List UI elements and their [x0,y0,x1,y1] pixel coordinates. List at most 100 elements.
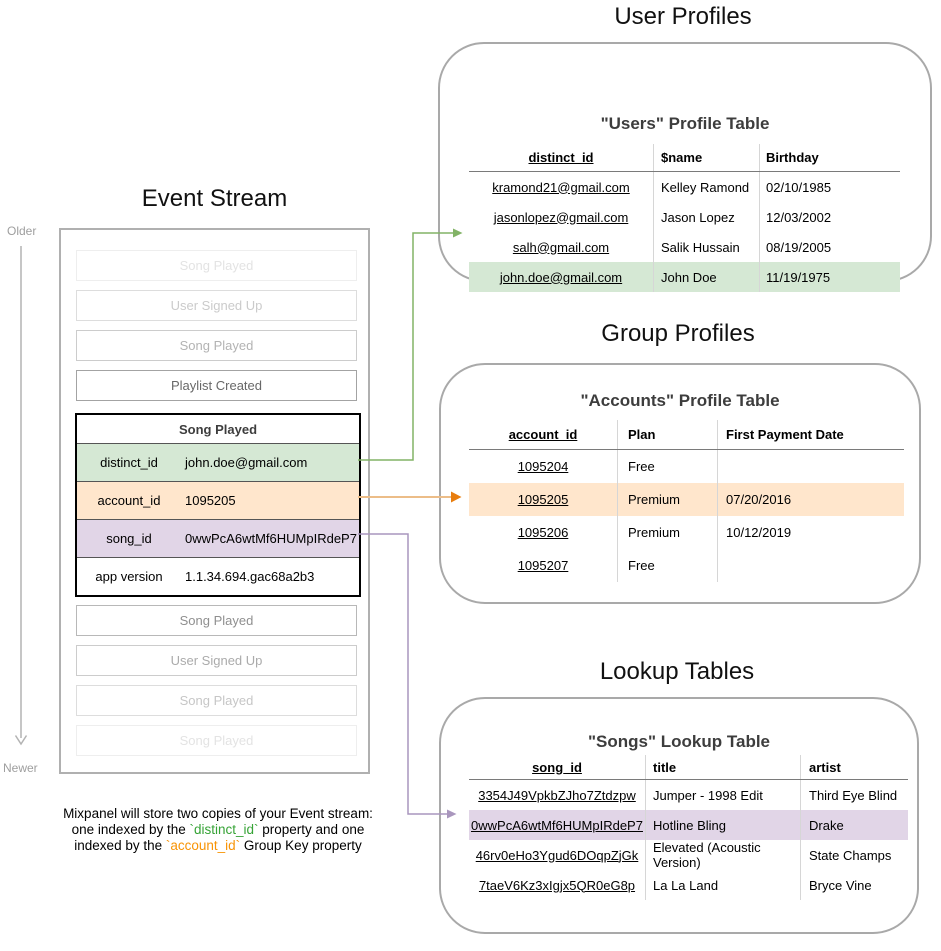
table-row: 7taeV6Kz3xIgjx5QR0eG8p La La Land Bryce … [469,870,908,900]
column-header-distinct-id: distinct_id [528,150,594,165]
songs-table: song_id title artist 3354J49VpkbZJho7Ztd… [469,755,908,900]
event-box-faded: Song Played [76,685,357,716]
event-property-row-account-id: account_id 1095205 [77,482,359,520]
column-header-plan: Plan [617,420,717,449]
users-profile-card: "Users" Profile Table distinct_id $name … [438,42,932,292]
column-header-artist: artist [800,755,908,779]
property-key: distinct_id [100,455,158,470]
purple-connector-line [358,533,447,815]
table-row-highlighted-purple: 0wwPcA6wtMf6HUMpIRdeP7 Hotline Bling Dra… [469,810,908,840]
song-id-cell: 3354J49VpkbZJho7Ztdzpw [478,787,636,803]
property-value: 1.1.34.694.gac68a2b3 [185,569,315,584]
first-payment-date-cell [717,549,904,582]
artist-cell: State Champs [800,840,908,870]
users-table-title: "Users" Profile Table [600,114,770,133]
distinct-id-code: `distinct_id` [189,822,259,837]
newer-label: Newer [3,761,38,775]
column-header-birthday: Birthday [759,144,900,171]
property-value: 1095205 [185,493,236,508]
caption-line-3: indexed by the `account_id` Group Key pr… [74,838,362,853]
property-value: john.doe@gmail.com [185,455,308,470]
account-id-cell: 1095205 [517,492,569,507]
column-header-name: $name [653,144,759,171]
table-row: 3354J49VpkbZJho7Ztdzpw Jumper - 1998 Edi… [469,780,908,810]
birthday-cell: 11/19/1975 [759,262,900,292]
plan-cell: Free [617,549,717,582]
active-event-name: Song Played [77,415,359,444]
accounts-profile-card: "Accounts" Profile Table account_id Plan… [435,363,933,620]
column-header-title: title [645,755,800,779]
songs-table-title: "Songs" Lookup Table [587,732,771,751]
older-label: Older [7,224,37,238]
lookup-tables-title: Lookup Tables [599,658,755,685]
users-table: distinct_id $name Birthday kramond21@gma… [469,144,900,292]
table-row: 1095206 Premium 10/12/2019 [469,516,904,549]
event-box-faded: Song Played [76,605,357,636]
name-cell: John Doe [653,262,759,292]
name-cell: Kelley Ramond [653,172,759,202]
song-title-cell: Elevated (Acoustic Version) [645,840,800,870]
artist-cell: Third Eye Blind [800,780,908,810]
distinct-id-cell: kramond21@gmail.com [492,179,630,195]
timeline-axis-arrowhead [14,735,28,746]
property-value: 0wwPcA6wtMf6HUMpIRdeP7 [185,531,357,546]
songs-table-header: song_id title artist [469,755,908,780]
distinct-id-cell: john.doe@gmail.com [499,269,623,285]
table-row: 46rv0eHo3Ygud6DOqpZjGk Elevated (Acousti… [469,840,908,870]
distinct-id-cell: jasonlopez@gmail.com [493,209,629,225]
event-property-row-app-version: app version 1.1.34.694.gac68a2b3 [77,558,359,595]
plan-cell: Free [617,450,717,483]
plan-cell: Premium [617,483,717,516]
song-id-cell: 7taeV6Kz3xIgjx5QR0eG8p [478,877,636,893]
column-header-first-payment-date: First Payment Date [717,420,904,449]
account-id-code: `account_id` [165,838,241,853]
song-id-cell: 0wwPcA6wtMf6HUMpIRdeP7 [471,817,643,833]
song-title-cell: La La Land [645,870,800,900]
distinct-id-cell: salh@gmail.com [512,239,610,255]
user-profiles-title: User Profiles [614,3,752,30]
caption-line-2: one indexed by the `distinct_id` propert… [71,822,365,837]
name-cell: Jason Lopez [653,202,759,232]
song-id-cell: 46rv0eHo3Ygud6DOqpZjGk [475,847,639,863]
group-profiles-title: Group Profiles [601,320,755,347]
accounts-table: account_id Plan First Payment Date 10952… [469,420,904,582]
name-cell: Salik Hussain [653,232,759,262]
active-event-card: Song Played distinct_id john.doe@gmail.c… [75,413,361,597]
column-header-song-id: song_id [532,759,582,775]
song-title-cell: Jumper - 1998 Edit [645,780,800,810]
event-property-row-distinct-id: distinct_id john.doe@gmail.com [77,444,359,482]
artist-cell: Drake [800,810,908,840]
first-payment-date-cell [717,450,904,483]
column-header-account-id: account_id [508,427,578,442]
table-row: salh@gmail.com Salik Hussain 08/19/2005 [469,232,900,262]
song-title-cell: Hotline Bling [645,810,800,840]
table-row: jasonlopez@gmail.com Jason Lopez 12/03/2… [469,202,900,232]
artist-cell: Bryce Vine [800,870,908,900]
event-stream-panel: Song Played User Signed Up Song Played P… [59,228,377,780]
account-id-cell: 1095206 [517,525,569,540]
table-row-highlighted-green: john.doe@gmail.com John Doe 11/19/1975 [469,262,900,292]
plan-cell: Premium [617,516,717,549]
event-box-faded: User Signed Up [76,645,357,676]
table-row: 1095207 Free [469,549,904,582]
event-property-row-song-id: song_id 0wwPcA6wtMf6HUMpIRdeP7 [77,520,359,558]
accounts-table-title: "Accounts" Profile Table [580,391,780,410]
accounts-table-header: account_id Plan First Payment Date [469,420,904,450]
property-key: song_id [106,531,152,546]
table-row: kramond21@gmail.com Kelley Ramond 02/10/… [469,172,900,202]
birthday-cell: 02/10/1985 [759,172,900,202]
birthday-cell: 08/19/2005 [759,232,900,262]
first-payment-date-cell: 10/12/2019 [717,516,904,549]
event-box-faded: User Signed Up [76,290,357,321]
event-stream-title: Event Stream [141,185,288,212]
table-row: 1095204 Free [469,450,904,483]
event-box-faded: Playlist Created [76,370,357,401]
account-id-cell: 1095207 [517,558,569,573]
table-row-highlighted-orange: 1095205 Premium 07/20/2016 [469,483,904,516]
property-key: account_id [97,493,161,508]
event-box-faded: Song Played [76,330,357,361]
footnote-caption: Mixpanel will store two copies of your E… [8,806,428,854]
users-table-header: distinct_id $name Birthday [469,144,900,172]
event-box-faded: Song Played [76,725,357,756]
